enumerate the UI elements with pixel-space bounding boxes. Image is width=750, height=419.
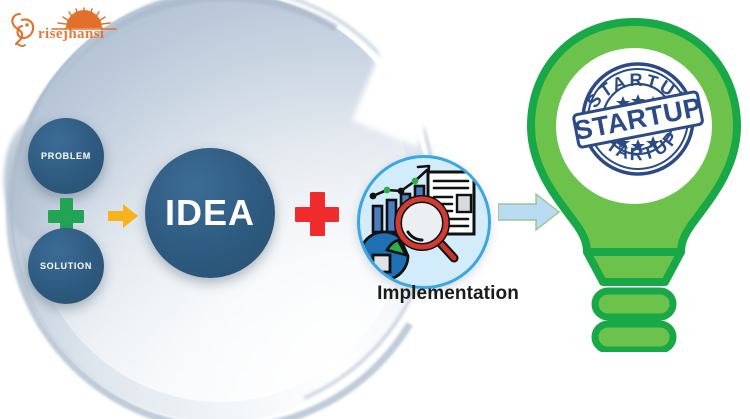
peacock-sun-logo-icon — [11, 12, 35, 47]
solution-label: SOLUTION — [39, 261, 93, 271]
brand-name: risejhansi — [38, 26, 105, 42]
problem-label: PROBLEM — [41, 151, 91, 161]
idea-label: IDEA — [164, 192, 255, 233]
solution-circle[interactable]: SOLUTION — [28, 228, 104, 304]
right-arrow-blue-icon — [498, 192, 560, 232]
brand-logo[interactable]: risejhansi — [8, 6, 138, 52]
implementation-label: Implementation — [377, 283, 519, 304]
right-arrow-yellow-icon — [108, 204, 138, 228]
startup-lightbulb[interactable]: STARTUP STARTUP STARTUP — [525, 14, 743, 352]
implementation-node[interactable]: Implementation — [357, 155, 543, 315]
analytics-report-icon — [360, 164, 476, 282]
implementation-circle — [357, 155, 491, 289]
startup-stamp-icon: STARTUP STARTUP STARTUP — [572, 62, 704, 176]
pie-chart-icon — [360, 230, 410, 282]
stamp-stars-bottom — [616, 136, 660, 152]
trend-line-icon — [369, 164, 431, 200]
brush-circle-gap — [352, 9, 462, 147]
plus-red-icon — [295, 192, 339, 236]
magnifier-icon — [394, 195, 459, 263]
idea-circle[interactable]: IDEA — [145, 148, 275, 278]
sun-rays-icon — [51, 7, 117, 30]
plus-green-icon — [48, 198, 84, 234]
problem-circle[interactable]: PROBLEM — [28, 118, 104, 194]
